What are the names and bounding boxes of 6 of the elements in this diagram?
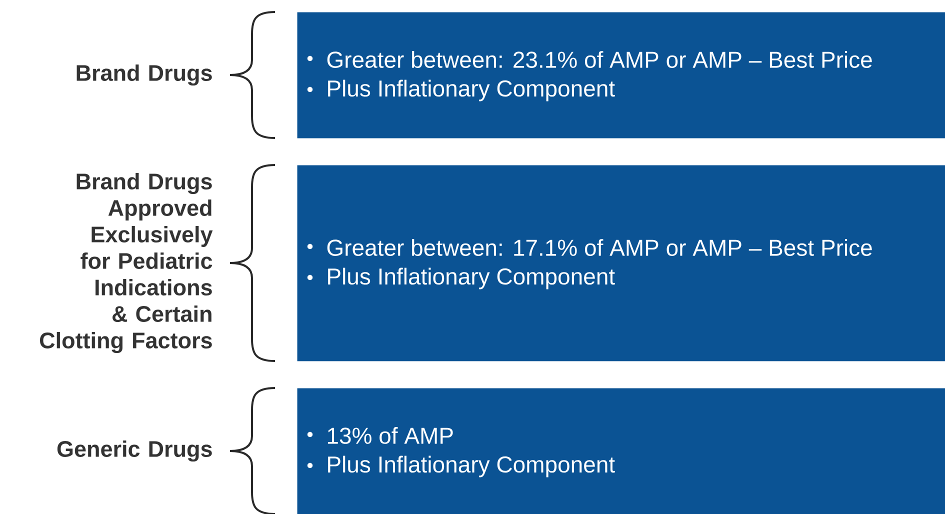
text-box: Greater between: 17.1% of AMP or AMP – Best Price Plus Inflationary Component	[297, 165, 945, 362]
category-label: Brand Drugs	[76, 64, 212, 86]
category-label: Brand Drugs Approved Exclusively for Pediatric Indications & Certain Clotting Factors	[40, 172, 213, 354]
text-box: Greater between: 23.1% of AMP or AMP – Best Price Plus Inflationary Component	[297, 12, 945, 138]
category-label: Generic Drugs	[57, 440, 212, 462]
text-box: 13% of AMP Plus Inflationary Component	[297, 388, 945, 514]
